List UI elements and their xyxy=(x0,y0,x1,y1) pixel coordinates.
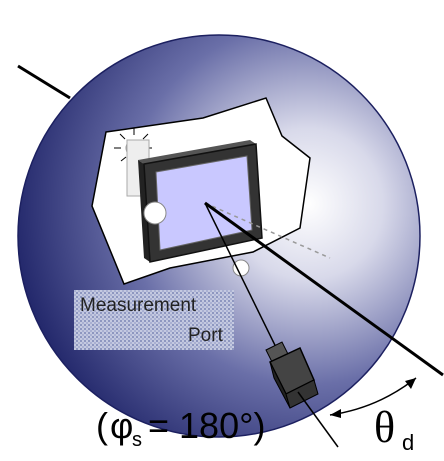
measurement-port-box xyxy=(74,290,234,350)
normal-axis-line xyxy=(204,201,444,377)
detector-icon xyxy=(265,341,319,409)
port-label-line2: Port xyxy=(188,325,224,346)
incidence-angle-value: = 180°) xyxy=(148,405,265,446)
port-label-line1: Measurement xyxy=(80,295,197,316)
incidence-angle-open: ( xyxy=(96,405,108,446)
entrance-port xyxy=(143,201,167,225)
incidence-angle-subscript: s xyxy=(132,429,142,451)
sample-surface xyxy=(155,155,253,251)
axis-line-upper xyxy=(17,64,71,100)
detector-port xyxy=(232,259,250,277)
incidence-angle-symbol: φ xyxy=(110,405,133,446)
sample-frame xyxy=(138,140,263,263)
detection-angle-subscript: d xyxy=(402,430,414,455)
angle-arc xyxy=(329,377,417,418)
detection-line-lower xyxy=(297,391,339,448)
detection-angle-symbol: θ xyxy=(374,403,395,452)
specular-direction xyxy=(204,202,331,259)
